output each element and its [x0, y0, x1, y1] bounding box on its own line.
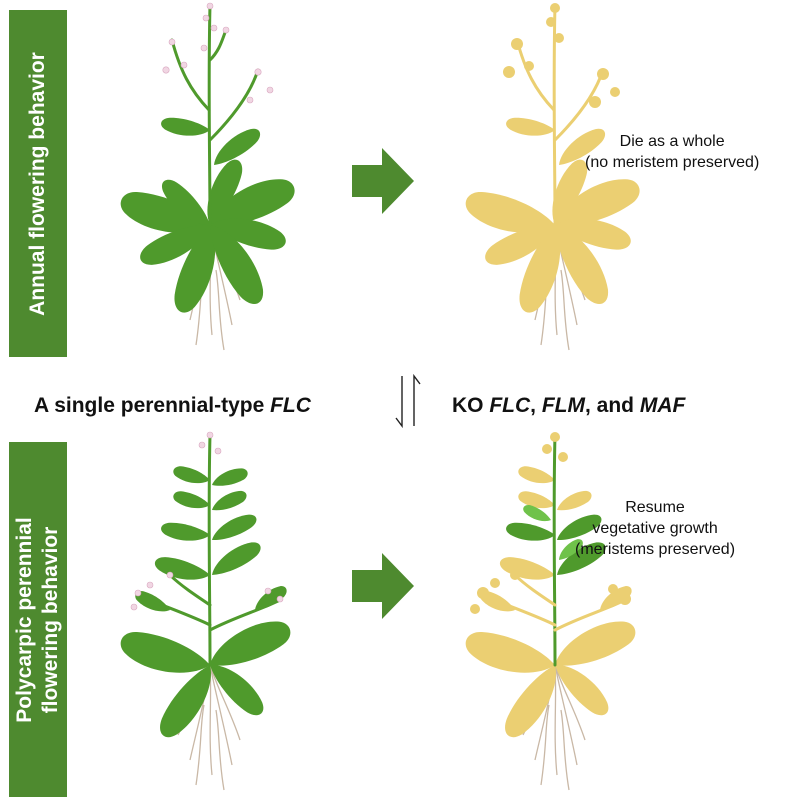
perennial-outcome-note: Resume vegetative growth (meristems pres…: [575, 497, 735, 560]
perennial-label: Polycarpic perennial flowering behavior: [12, 517, 64, 722]
top-right-arrow-icon: [352, 148, 414, 214]
perennial-resumed-plant-icon: [460, 432, 641, 791]
perennial-label-bar: Polycarpic perennial flowering behavior: [9, 442, 67, 797]
knockout-label: KO FLC, FLM, and MAF: [452, 394, 685, 418]
annual-green-plant-icon: [115, 2, 300, 351]
ko-flm-gene-label: FLM: [541, 394, 585, 417]
ko-flc-gene-label: FLC: [489, 394, 531, 417]
annual-label: Annual flowering behavior: [26, 51, 49, 316]
annual-label-bar: Annual flowering behavior: [9, 10, 67, 357]
perennial-outcome-line3: (meristems preserved): [575, 541, 736, 558]
flc-gene-label: FLC: [270, 394, 311, 417]
perennial-flc-label: A single perennial-type FLC: [34, 394, 311, 418]
knockout-sep2: , and: [585, 394, 640, 417]
perennial-flc-prefix: A single perennial-type: [34, 394, 271, 417]
annual-outcome-line1: Die as a whole: [619, 133, 725, 150]
annual-outcome-note: Die as a whole (no meristem preserved): [585, 131, 759, 173]
perennial-outcome-line2: vegetative growth: [592, 520, 718, 537]
reversible-arrows-icon: [395, 373, 421, 429]
bottom-right-arrow-icon: [352, 553, 414, 619]
perennial-label-line2: flowering behavior: [39, 526, 62, 713]
perennial-outcome-line1: Resume: [625, 499, 685, 516]
annual-outcome-line2: (no meristem preserved): [585, 154, 760, 171]
knockout-prefix: KO: [452, 394, 490, 417]
perennial-label-line1: Polycarpic perennial: [13, 516, 36, 723]
knockout-sep1: ,: [530, 394, 542, 417]
annual-senescent-plant-icon: [460, 3, 645, 351]
ko-maf-gene-label: MAF: [639, 394, 686, 417]
perennial-green-plant-icon: [115, 431, 296, 791]
